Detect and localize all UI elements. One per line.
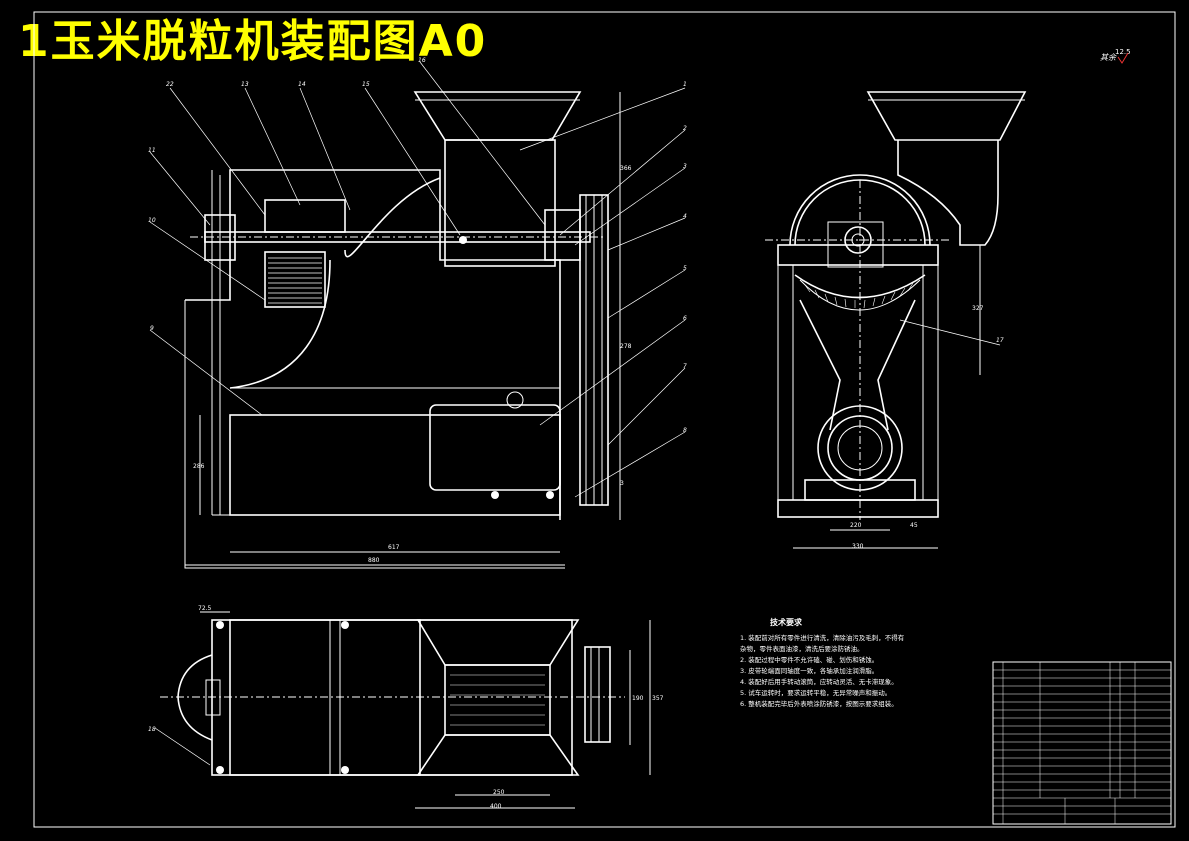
tech-req-line-2: 杂物，零件表面油漆，清洗后要涂防锈油。 bbox=[740, 644, 864, 653]
part-label-13: 13 bbox=[241, 81, 249, 88]
part-label-4: 4 bbox=[683, 213, 687, 220]
roughness-note: 其余 bbox=[1100, 53, 1117, 62]
part-label-11: 11 bbox=[148, 147, 156, 154]
dim-3: 3 bbox=[620, 480, 624, 487]
tech-req-line-5: 4. 装配好后用手转动滚筒，应转动灵活、无卡滞现象。 bbox=[740, 677, 898, 686]
front-view-part-labels: 22 13 14 15 16 11 10 9 1 2 3 4 5 6 7 8 bbox=[148, 57, 687, 434]
part-label-16: 16 bbox=[418, 57, 426, 64]
part-label-7: 7 bbox=[683, 363, 687, 370]
roughness-value: 12.5 bbox=[1115, 48, 1131, 56]
title-block bbox=[992, 661, 1172, 825]
dim-72-5: 72.5 bbox=[198, 605, 212, 612]
dim-45: 45 bbox=[910, 522, 918, 529]
part-label-17: 17 bbox=[996, 337, 1004, 344]
dim-366: 366 bbox=[620, 165, 632, 172]
part-label-14: 14 bbox=[298, 81, 306, 88]
dim-327: 327 bbox=[972, 305, 984, 312]
dim-330: 330 bbox=[852, 543, 864, 550]
top-view-labels: 18 72.5 250 400 190 357 bbox=[148, 605, 664, 810]
top-view bbox=[154, 611, 651, 809]
front-view-leaders bbox=[149, 61, 686, 498]
part-label-3: 3 bbox=[683, 163, 687, 170]
outer-border bbox=[33, 11, 1176, 828]
dim-190: 190 bbox=[632, 695, 644, 702]
part-label-22: 22 bbox=[166, 81, 174, 88]
front-view-dimensions: 617 880 286 366 278 3 bbox=[193, 165, 632, 564]
part-label-10: 10 bbox=[148, 217, 156, 224]
part-label-8: 8 bbox=[683, 427, 687, 434]
part-label-1: 1 bbox=[683, 81, 687, 88]
part-label-5: 5 bbox=[683, 265, 687, 272]
tech-req-line-6: 5. 试车运转时，要求运转平稳，无异常噪声和振动。 bbox=[740, 688, 891, 697]
dim-617: 617 bbox=[388, 544, 400, 551]
part-label-2: 2 bbox=[683, 125, 687, 132]
dim-357: 357 bbox=[652, 695, 664, 702]
tech-req-line-7: 6. 整机装配完毕后外表喷涂防锈漆，按图示要求组装。 bbox=[740, 699, 898, 708]
part-label-6: 6 bbox=[683, 315, 687, 322]
tech-req-line-3: 2. 装配过程中零件不允许磕、碰、划伤和锈蚀。 bbox=[740, 655, 878, 664]
tech-req-line-4: 3. 皮带轮端面同轴度一致，各轴承加注润滑脂。 bbox=[740, 666, 878, 675]
dim-220: 220 bbox=[850, 522, 862, 529]
side-view bbox=[765, 91, 1027, 549]
dim-250: 250 bbox=[493, 789, 505, 796]
technical-requirements: 技术要求 1. 装配前对所有零件进行清洗，清除油污及毛刺，不得有 杂物，零件表面… bbox=[740, 617, 905, 708]
tech-req-heading: 技术要求 bbox=[770, 617, 803, 627]
part-label-9: 9 bbox=[150, 325, 154, 332]
roughness-symbol: 其余 12.5 bbox=[1100, 48, 1131, 64]
side-view-labels: 17 220 45 330 327 bbox=[850, 305, 1004, 550]
tech-req-line-1: 1. 装配前对所有零件进行清洗，清除油污及毛刺，不得有 bbox=[740, 633, 905, 642]
front-view bbox=[184, 91, 621, 569]
drawing-title: 1玉米脱粒机装配图A0 bbox=[18, 16, 488, 67]
dim-278: 278 bbox=[620, 343, 632, 350]
dim-880: 880 bbox=[368, 557, 380, 564]
part-label-18: 18 bbox=[148, 726, 156, 733]
dim-286: 286 bbox=[193, 463, 205, 470]
dim-400: 400 bbox=[490, 803, 502, 810]
part-label-15: 15 bbox=[362, 81, 370, 88]
